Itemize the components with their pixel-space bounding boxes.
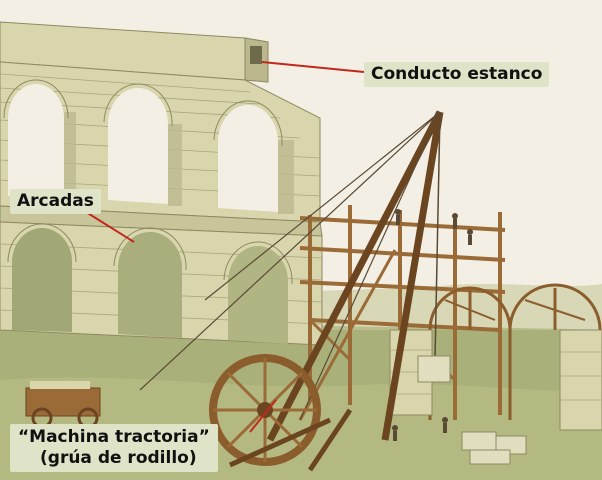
label-conducto-estanco: Conducto estanco xyxy=(364,62,550,87)
label-arcadas-text: Arcadas xyxy=(17,191,94,211)
pier-under-construction-2 xyxy=(559,329,602,431)
workers xyxy=(392,209,473,441)
label-machina-line1: “Machina tractoria” xyxy=(18,427,210,447)
lower-arch-3 xyxy=(228,245,289,344)
channel-opening xyxy=(250,46,262,64)
label-conducto-text: Conducto estanco xyxy=(371,64,543,84)
label-machina-tractoria: “Machina tractoria” (grúa de rodillo) xyxy=(10,424,218,472)
leader-line-machina xyxy=(249,399,277,433)
aqueduct-lower-tier xyxy=(0,221,323,346)
upper-arch-3 xyxy=(218,104,279,212)
lower-arch-1 xyxy=(12,228,72,332)
label-arcadas: Arcadas xyxy=(10,189,101,214)
label-machina-line2: (grúa de rodillo) xyxy=(40,448,197,468)
leader-line-conducto xyxy=(261,61,365,73)
lower-arch-2 xyxy=(118,231,183,338)
cart xyxy=(25,381,101,429)
crane-machina-tractoria xyxy=(139,110,451,472)
aqueduct-upper-tier xyxy=(0,21,321,223)
upper-arch-1 xyxy=(8,84,64,198)
upper-arch-2 xyxy=(108,87,169,204)
hoisted-stone-block xyxy=(417,355,451,383)
leader-line-arcadas xyxy=(85,211,135,243)
stone-blocks xyxy=(461,431,527,465)
